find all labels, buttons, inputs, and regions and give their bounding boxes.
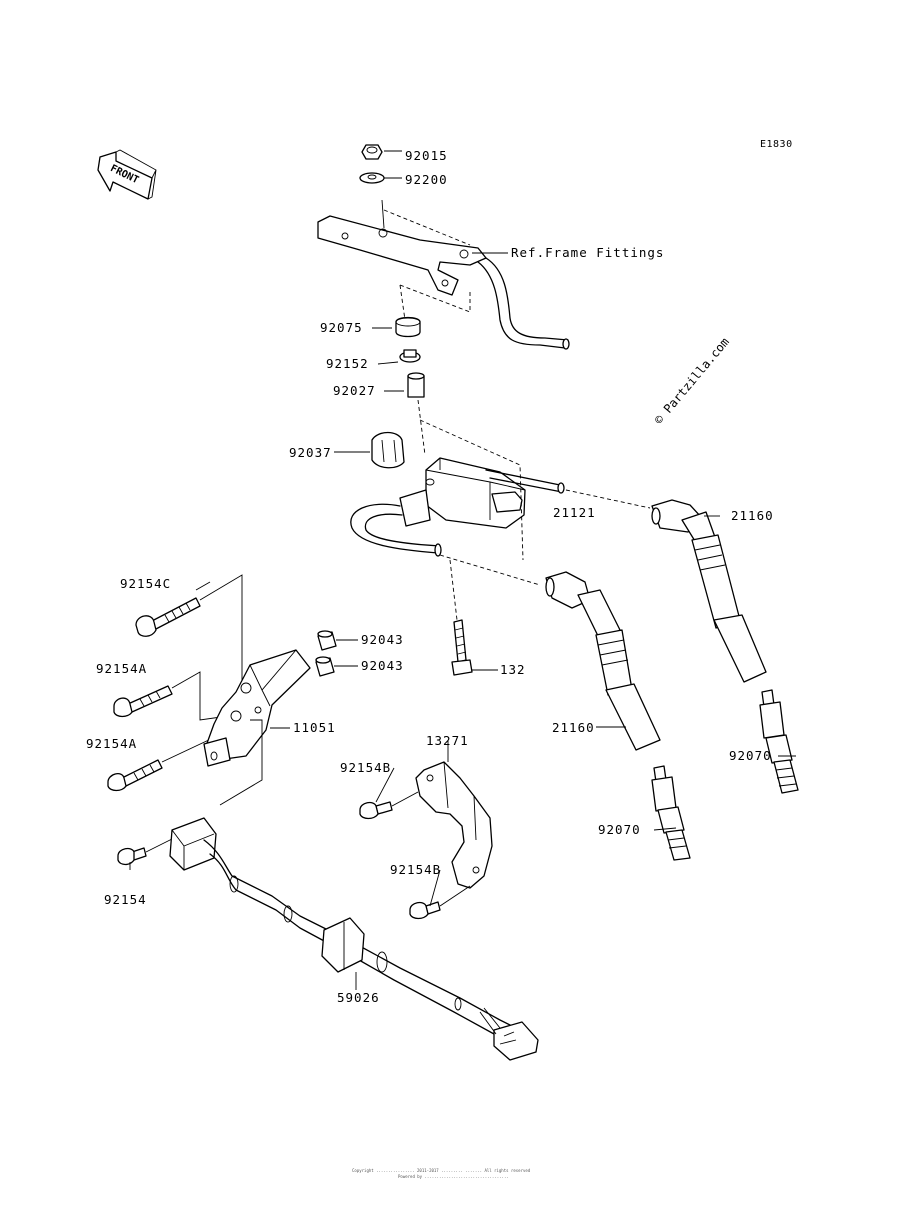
frame-bracket: [317, 215, 570, 350]
label-92154C: 92154C: [120, 576, 171, 591]
label-92154B-lower: 92154B: [390, 862, 441, 877]
label-92043-lower: 92043: [361, 658, 404, 673]
sleeve-92043-lower: [315, 656, 335, 677]
label-92154B-upper: 92154B: [340, 760, 391, 775]
sleeve-92043-upper: [317, 630, 337, 651]
label-ref-frame-fittings: Ref.Frame Fittings: [511, 245, 664, 260]
label-11051: 11051: [293, 720, 336, 735]
spark-plug-92070-middle: [651, 765, 691, 861]
leader-lines: [129, 150, 796, 990]
label-92200: 92200: [405, 172, 448, 187]
nut-92015: [361, 144, 383, 160]
clamp-92037: [371, 431, 405, 469]
cover-13271: [415, 761, 493, 889]
label-21121: 21121: [553, 505, 596, 520]
label-92037: 92037: [289, 445, 332, 460]
igniter-11051: [203, 649, 311, 767]
label-92154A-upper: 92154A: [96, 661, 147, 676]
footer-line-2: Powered by .............................…: [398, 1174, 509, 1179]
label-92070-right: 92070: [729, 748, 772, 763]
bolt-132: [451, 619, 473, 676]
bolt-92154A-lower: [107, 759, 163, 792]
spark-plug-92070-right: [759, 689, 799, 794]
ignition-coil-21121: [350, 457, 565, 557]
plug-cap-21160-middle: [545, 571, 661, 751]
label-13271: 13271: [426, 733, 469, 748]
label-92075: 92075: [320, 320, 363, 335]
bolt-92154A-upper: [113, 685, 173, 718]
bolt-92154: [117, 847, 147, 866]
bolt-92154B-lower: [409, 901, 441, 920]
label-92043-upper: 92043: [361, 632, 404, 647]
label-92154A-lower: 92154A: [86, 736, 137, 751]
label-92154: 92154: [104, 892, 147, 907]
watermark: © Partzilla.com: [652, 335, 732, 427]
plug-cap-21160-right: [651, 499, 767, 683]
label-21160-middle: 21160: [552, 720, 595, 735]
label-92027: 92027: [333, 383, 376, 398]
harness-59026: [169, 817, 539, 1061]
collar-92152: [399, 349, 421, 363]
label-59026: 59026: [337, 990, 380, 1005]
label-92070-middle: 92070: [598, 822, 641, 837]
bolt-92154C: [135, 597, 201, 637]
label-92152: 92152: [326, 356, 369, 371]
footer-line-1: Copyright ................ 2011-2017 ...…: [352, 1168, 531, 1173]
diagram-code: E1830: [760, 139, 793, 150]
front-arrow-icon: FRONT: [97, 149, 157, 200]
label-21160-right: 21160: [731, 508, 774, 523]
bolt-92154B-upper: [359, 801, 393, 820]
label-92015: 92015: [405, 148, 448, 163]
label-132: 132: [500, 662, 526, 677]
spacer-92027: [407, 372, 425, 398]
washer-92200: [359, 172, 385, 184]
grommet-92075: [395, 316, 421, 338]
